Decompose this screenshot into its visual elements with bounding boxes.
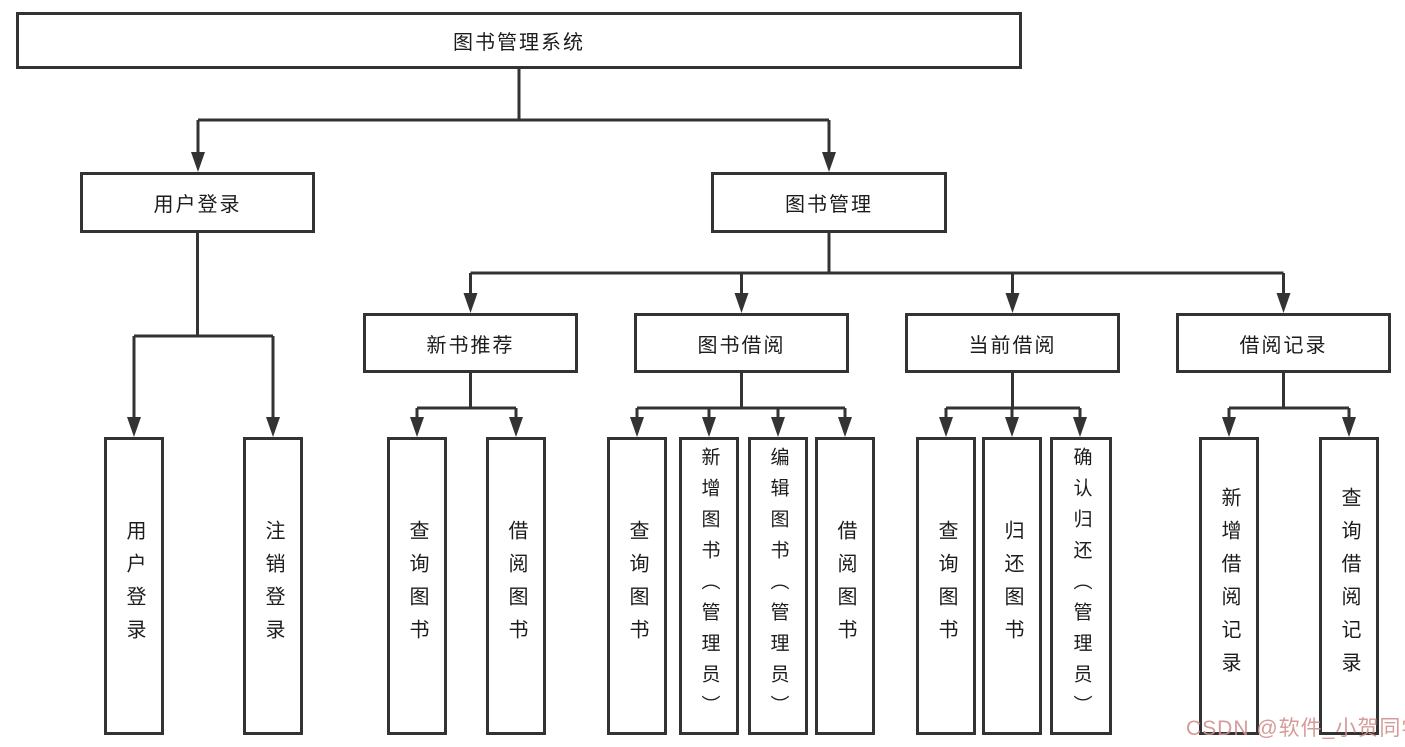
leaf-logout: 注销登录 bbox=[243, 437, 303, 735]
node-new-book-recommendation: 新书推荐 bbox=[363, 313, 578, 373]
leaf-search-books-recommend: 查询图书 bbox=[387, 437, 447, 735]
leaf-add-books-admin-label: 新增图书（管理员） bbox=[698, 446, 720, 726]
node-book-borrowing: 图书借阅 bbox=[634, 313, 849, 373]
leaf-search-borrow-record: 查询借阅记录 bbox=[1319, 437, 1379, 735]
leaf-add-books-admin: 新增图书（管理员） bbox=[679, 437, 739, 735]
leaf-search-books-borrowing: 查询图书 bbox=[607, 437, 667, 735]
leaf-return-books: 归还图书 bbox=[982, 437, 1042, 735]
leaf-search-books-borrowing-label: 查询图书 bbox=[626, 520, 648, 652]
arrowheads bbox=[127, 152, 1356, 437]
node-user-login: 用户登录 bbox=[80, 172, 315, 233]
csdn-watermark: CSDN @软件_小贺同学 bbox=[1186, 717, 1405, 740]
node-root: 图书管理系统 bbox=[16, 12, 1022, 69]
leaf-search-books-recommend-label: 查询图书 bbox=[406, 520, 428, 652]
leaf-user-login-label: 用户登录 bbox=[123, 520, 145, 652]
leaf-edit-books-admin: 编辑图书（管理员） bbox=[748, 437, 808, 735]
leaf-confirm-return-admin: 确认归还（管理员） bbox=[1050, 437, 1112, 735]
leaf-borrow-books-recommend: 借阅图书 bbox=[486, 437, 546, 735]
leaf-search-borrow-record-label: 查询借阅记录 bbox=[1338, 487, 1360, 685]
leaf-return-books-label: 归还图书 bbox=[1001, 520, 1023, 652]
leaf-borrow-books-borrowing: 借阅图书 bbox=[815, 437, 875, 735]
node-book-management: 图书管理 bbox=[711, 172, 947, 233]
node-root-label: 图书管理系统 bbox=[453, 32, 585, 54]
connector-lines bbox=[132, 69, 1351, 421]
node-current-borrowing-label: 当前借阅 bbox=[968, 334, 1057, 357]
node-book-management-label: 图书管理 bbox=[785, 194, 873, 216]
node-current-borrowing: 当前借阅 bbox=[905, 313, 1120, 373]
leaf-borrow-books-borrowing-label: 借阅图书 bbox=[834, 520, 856, 652]
node-borrowing-records-label: 借阅记录 bbox=[1239, 334, 1328, 357]
node-borrowing-records: 借阅记录 bbox=[1176, 313, 1391, 373]
node-new-book-recommendation-label: 新书推荐 bbox=[426, 334, 515, 357]
node-user-login-label: 用户登录 bbox=[153, 194, 242, 216]
leaf-confirm-return-admin-label: 确认归还（管理员） bbox=[1070, 446, 1092, 726]
node-book-borrowing-label: 图书借阅 bbox=[697, 334, 786, 357]
leaf-logout-label: 注销登录 bbox=[262, 520, 284, 652]
leaf-borrow-books-recommend-label: 借阅图书 bbox=[505, 520, 527, 652]
leaf-search-books-current-label: 查询图书 bbox=[935, 520, 957, 652]
leaf-edit-books-admin-label: 编辑图书（管理员） bbox=[767, 446, 789, 726]
leaf-user-login: 用户登录 bbox=[104, 437, 164, 735]
leaf-add-borrow-record: 新增借阅记录 bbox=[1199, 437, 1259, 735]
leaf-add-borrow-record-label: 新增借阅记录 bbox=[1218, 487, 1240, 685]
leaf-search-books-current: 查询图书 bbox=[916, 437, 976, 735]
